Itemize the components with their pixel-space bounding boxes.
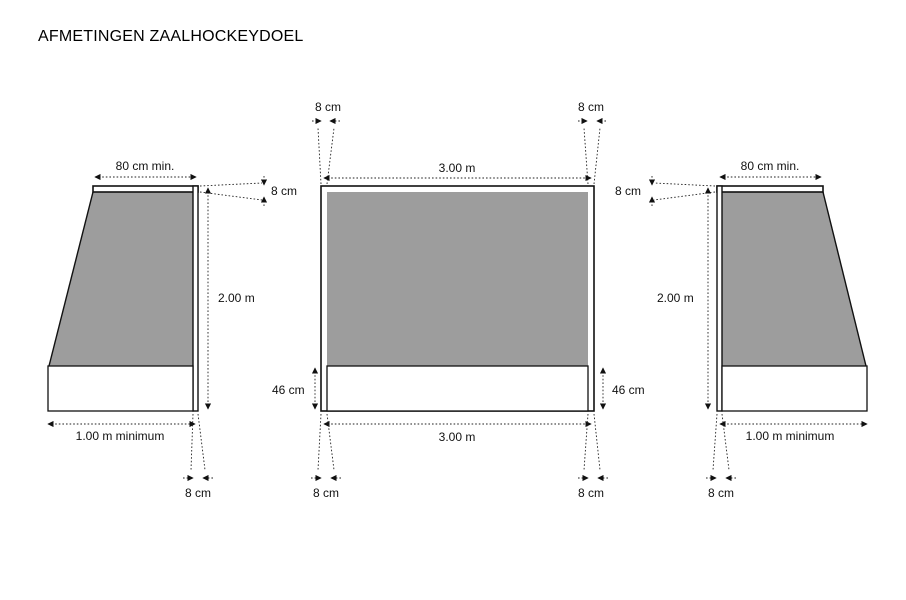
left-bottom-depth-label: 1.00 m minimum <box>76 429 165 443</box>
front-left-post-bottom-label: 8 cm <box>313 486 339 500</box>
left-net <box>49 192 193 366</box>
right-net <box>722 192 866 366</box>
right-post <box>716 185 723 412</box>
left-post-width-label: 8 cm <box>185 486 211 500</box>
front-left-board-height-label: 46 cm <box>272 383 305 397</box>
front-net <box>327 192 588 366</box>
left-height-label: 2.00 m <box>218 291 255 305</box>
left-post <box>192 185 199 412</box>
left-side-view: 80 cm min. 8 cm 2.00 m 1.00 m minimum 8 … <box>47 159 297 500</box>
right-board <box>721 365 868 412</box>
front-bottom-width-label: 3.00 m <box>439 430 476 444</box>
front-left-post-top-label: 8 cm <box>315 100 341 114</box>
right-bottom-depth-label: 1.00 m minimum <box>746 429 835 443</box>
front-right-post-bottom-label: 8 cm <box>578 486 604 500</box>
page-title: AFMETINGEN ZAALHOCKEYDOEL <box>38 28 304 45</box>
front-board <box>326 365 589 412</box>
front-top-width-label: 3.00 m <box>439 161 476 175</box>
right-top-bar <box>716 185 824 193</box>
front-view: 8 cm 8 cm 3.00 m 46 cm 46 cm 3.00 m <box>272 100 645 500</box>
right-post-width-label: 8 cm <box>708 486 734 500</box>
left-board <box>47 365 194 412</box>
left-top-bar <box>92 185 199 193</box>
right-bar-width-label: 8 cm <box>615 184 641 198</box>
left-top-depth-label: 80 cm min. <box>116 159 175 173</box>
right-top-depth-label: 80 cm min. <box>741 159 800 173</box>
front-right-post-top-label: 8 cm <box>578 100 604 114</box>
right-side-view: 80 cm min. 8 cm 2.00 m 1.00 m minimum 8 … <box>615 159 868 500</box>
left-bar-width-label: 8 cm <box>271 184 297 198</box>
front-right-board-height-label: 46 cm <box>612 383 645 397</box>
right-height-label: 2.00 m <box>657 291 694 305</box>
